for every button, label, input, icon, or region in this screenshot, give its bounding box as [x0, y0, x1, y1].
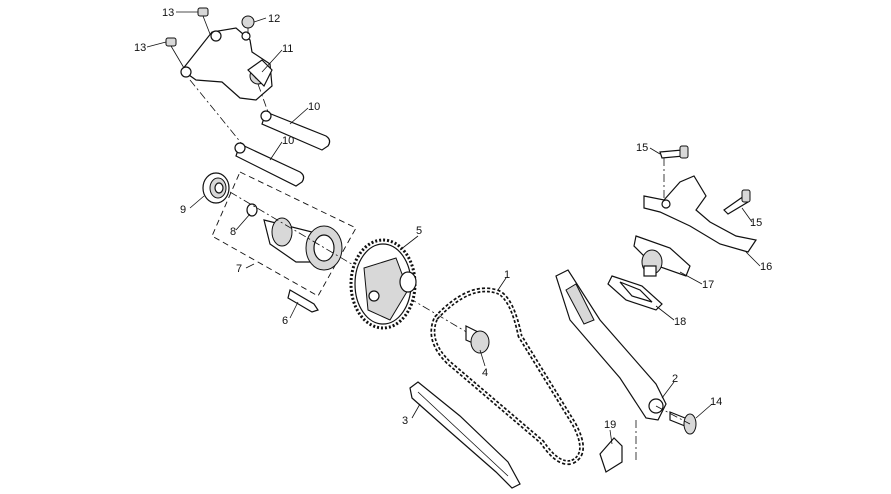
callout-16: 16 [760, 261, 772, 273]
decompressor-6 [287, 289, 319, 313]
tensioner-slide-2 [555, 269, 667, 421]
callout-15-upper: 15 [636, 142, 648, 154]
callout-10-lower: 10 [282, 135, 294, 147]
callout-1: 1 [504, 269, 510, 281]
callout-4: 4 [482, 367, 488, 379]
leader-lines [146, 11, 761, 445]
bolt-15-right [723, 189, 751, 215]
shaft-10-upper [260, 110, 331, 151]
bolt-13-upper [197, 7, 211, 35]
callout-5: 5 [416, 225, 422, 237]
callout-6: 6 [282, 315, 288, 327]
timing-chain-1 [430, 287, 584, 466]
guide-piece-19 [599, 437, 623, 473]
circlip-8 [246, 203, 258, 217]
callout-2: 2 [672, 373, 678, 385]
callout-18: 18 [674, 316, 686, 328]
callout-8: 8 [230, 226, 236, 238]
camshaft-7 [263, 217, 343, 271]
callout-15-right: 15 [750, 217, 762, 229]
callout-17: 17 [702, 279, 714, 291]
assembly-7-outline [211, 171, 357, 297]
tensioner-17 [633, 235, 691, 277]
callout-19: 19 [604, 419, 616, 431]
sprocket-bolt-4 [465, 325, 490, 354]
upper-guide-16 [643, 175, 757, 253]
callout-11: 11 [282, 43, 293, 55]
callout-labels: 13 13 12 11 10 10 9 8 7 6 5 4 1 3 2 14 1… [134, 7, 772, 431]
chain-guide-3 [409, 381, 521, 489]
callout-9: 9 [180, 204, 186, 216]
bolt-13-left [165, 37, 185, 69]
callout-13-upper: 13 [162, 7, 174, 19]
gasket-18 [607, 275, 663, 311]
shaft-10-lower [234, 142, 305, 187]
bolt-12 [241, 15, 255, 34]
camshaft-bracket [180, 27, 273, 101]
callout-12: 12 [268, 13, 280, 25]
callout-3: 3 [402, 415, 408, 427]
callout-7: 7 [236, 263, 242, 275]
callout-13-left: 13 [134, 42, 146, 54]
bearing-9 [202, 172, 230, 204]
bolt-15-upper [659, 145, 689, 159]
callout-14: 14 [710, 396, 722, 408]
cam-sprocket-5 [349, 238, 417, 330]
callout-10-upper: 10 [308, 101, 320, 113]
